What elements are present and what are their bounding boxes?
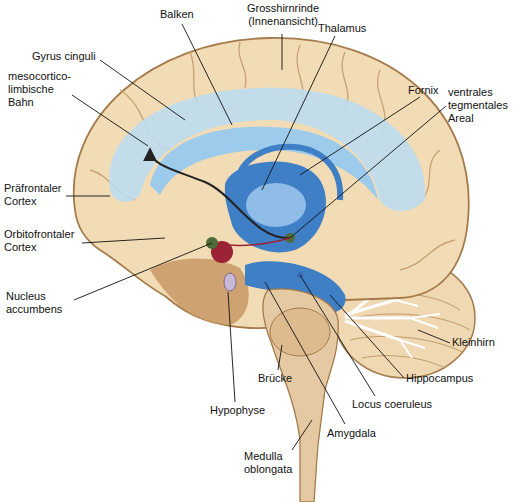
part-label: Brücke [258, 372, 292, 385]
part-label: Grosshirnrinde (Innenansicht) [240, 2, 326, 28]
part-label: Amygdala [327, 427, 376, 440]
part-label: Kleinhirn [452, 336, 495, 349]
part-label: Hypophyse [210, 404, 265, 417]
part-label: Fornix [408, 84, 439, 97]
part-label: Nucleus accumbens [6, 290, 74, 316]
part-label: Locus coeruleus [352, 398, 432, 411]
part-label: Präfrontaler Cortex [4, 182, 66, 208]
part-label: ventrales tegmentales Areal [448, 86, 522, 125]
part-label: Gyrus cinguli [32, 50, 96, 63]
cerebrum [74, 38, 469, 328]
leader-lines [66, 24, 450, 450]
part-label: Thalamus [318, 22, 366, 35]
part-label: Hippocampus [406, 372, 473, 385]
part-label: mesocortico- limbische Bahn [8, 70, 74, 109]
part-label: Balken [160, 8, 194, 21]
part-label: Orbitofrontaler Cortex [4, 228, 84, 254]
nuclei [150, 150, 303, 291]
part-label: Medulla oblongata [244, 450, 308, 476]
